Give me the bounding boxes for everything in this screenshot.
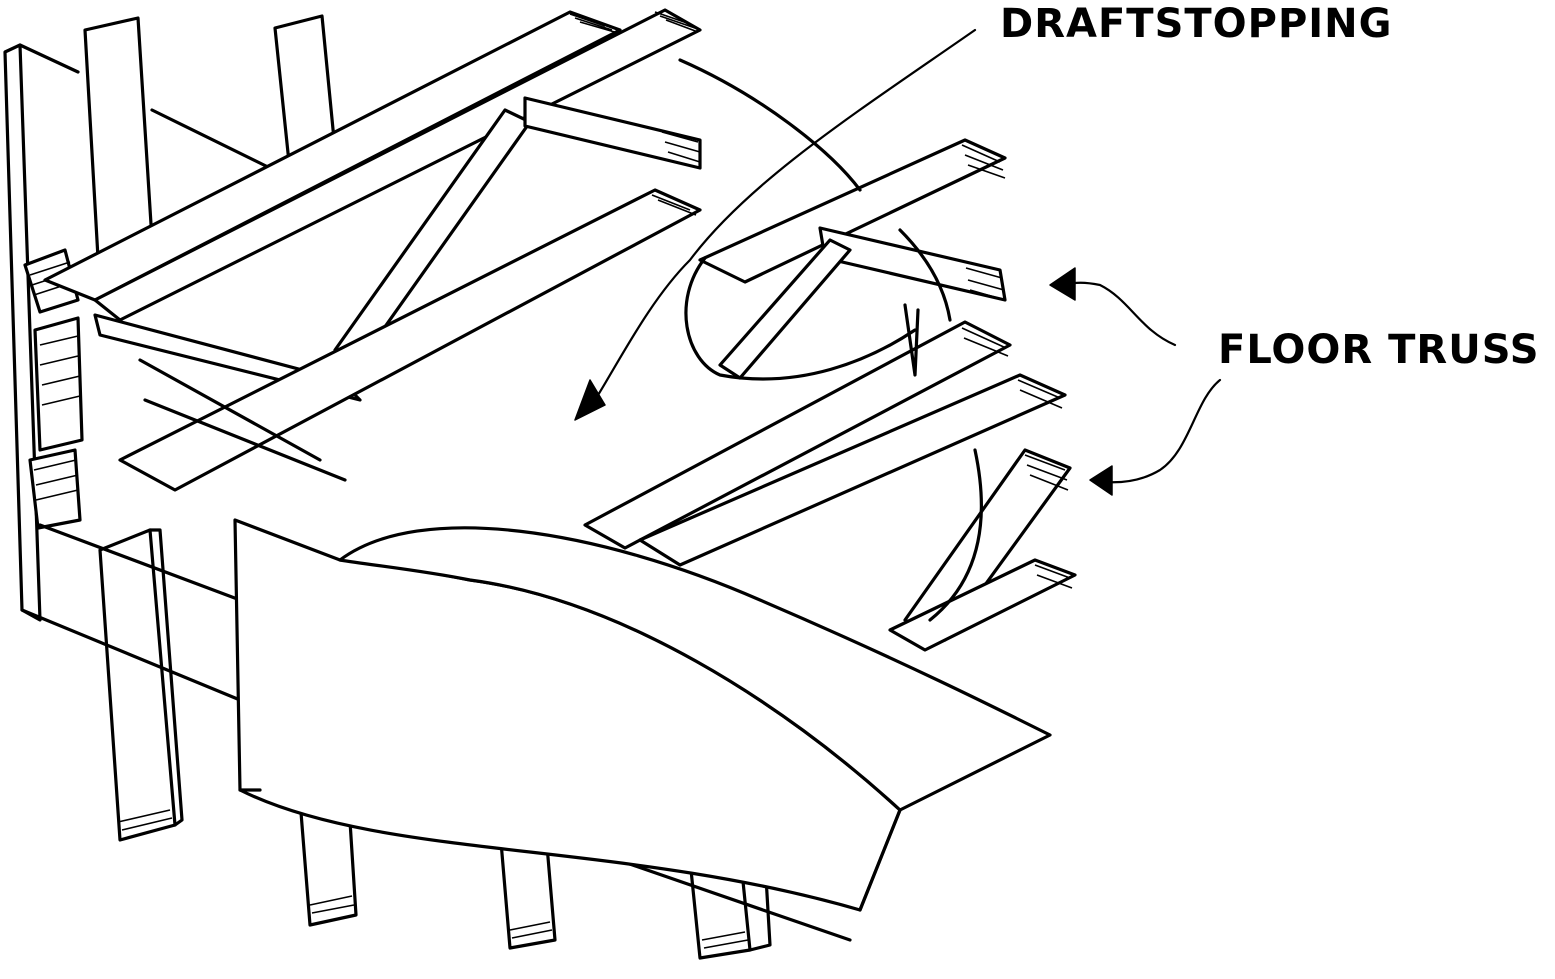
draftstopping-label: DRAFTSTOPPING — [1000, 1, 1393, 47]
lower-posts — [98, 528, 852, 960]
floor-truss-arrowhead-lower — [1089, 465, 1113, 496]
truss-bottom-chord — [93, 188, 702, 492]
draftstopping-sheet — [233, 518, 1052, 912]
draftstopping-leader — [593, 28, 977, 402]
floor-truss-right — [583, 138, 1077, 652]
truss-top-chords — [43, 8, 702, 322]
floor-truss-label: FLOOR TRUSS — [1218, 327, 1540, 373]
rim-board — [20, 248, 242, 702]
floor-truss-arrowhead-upper — [1049, 267, 1076, 301]
draftstopping-arrowhead — [574, 379, 606, 421]
floor-truss-leader-lower — [1103, 378, 1222, 484]
leaders — [574, 28, 1222, 496]
draftstopping-panel — [678, 58, 983, 622]
floor-truss-leader-upper — [1063, 281, 1177, 347]
